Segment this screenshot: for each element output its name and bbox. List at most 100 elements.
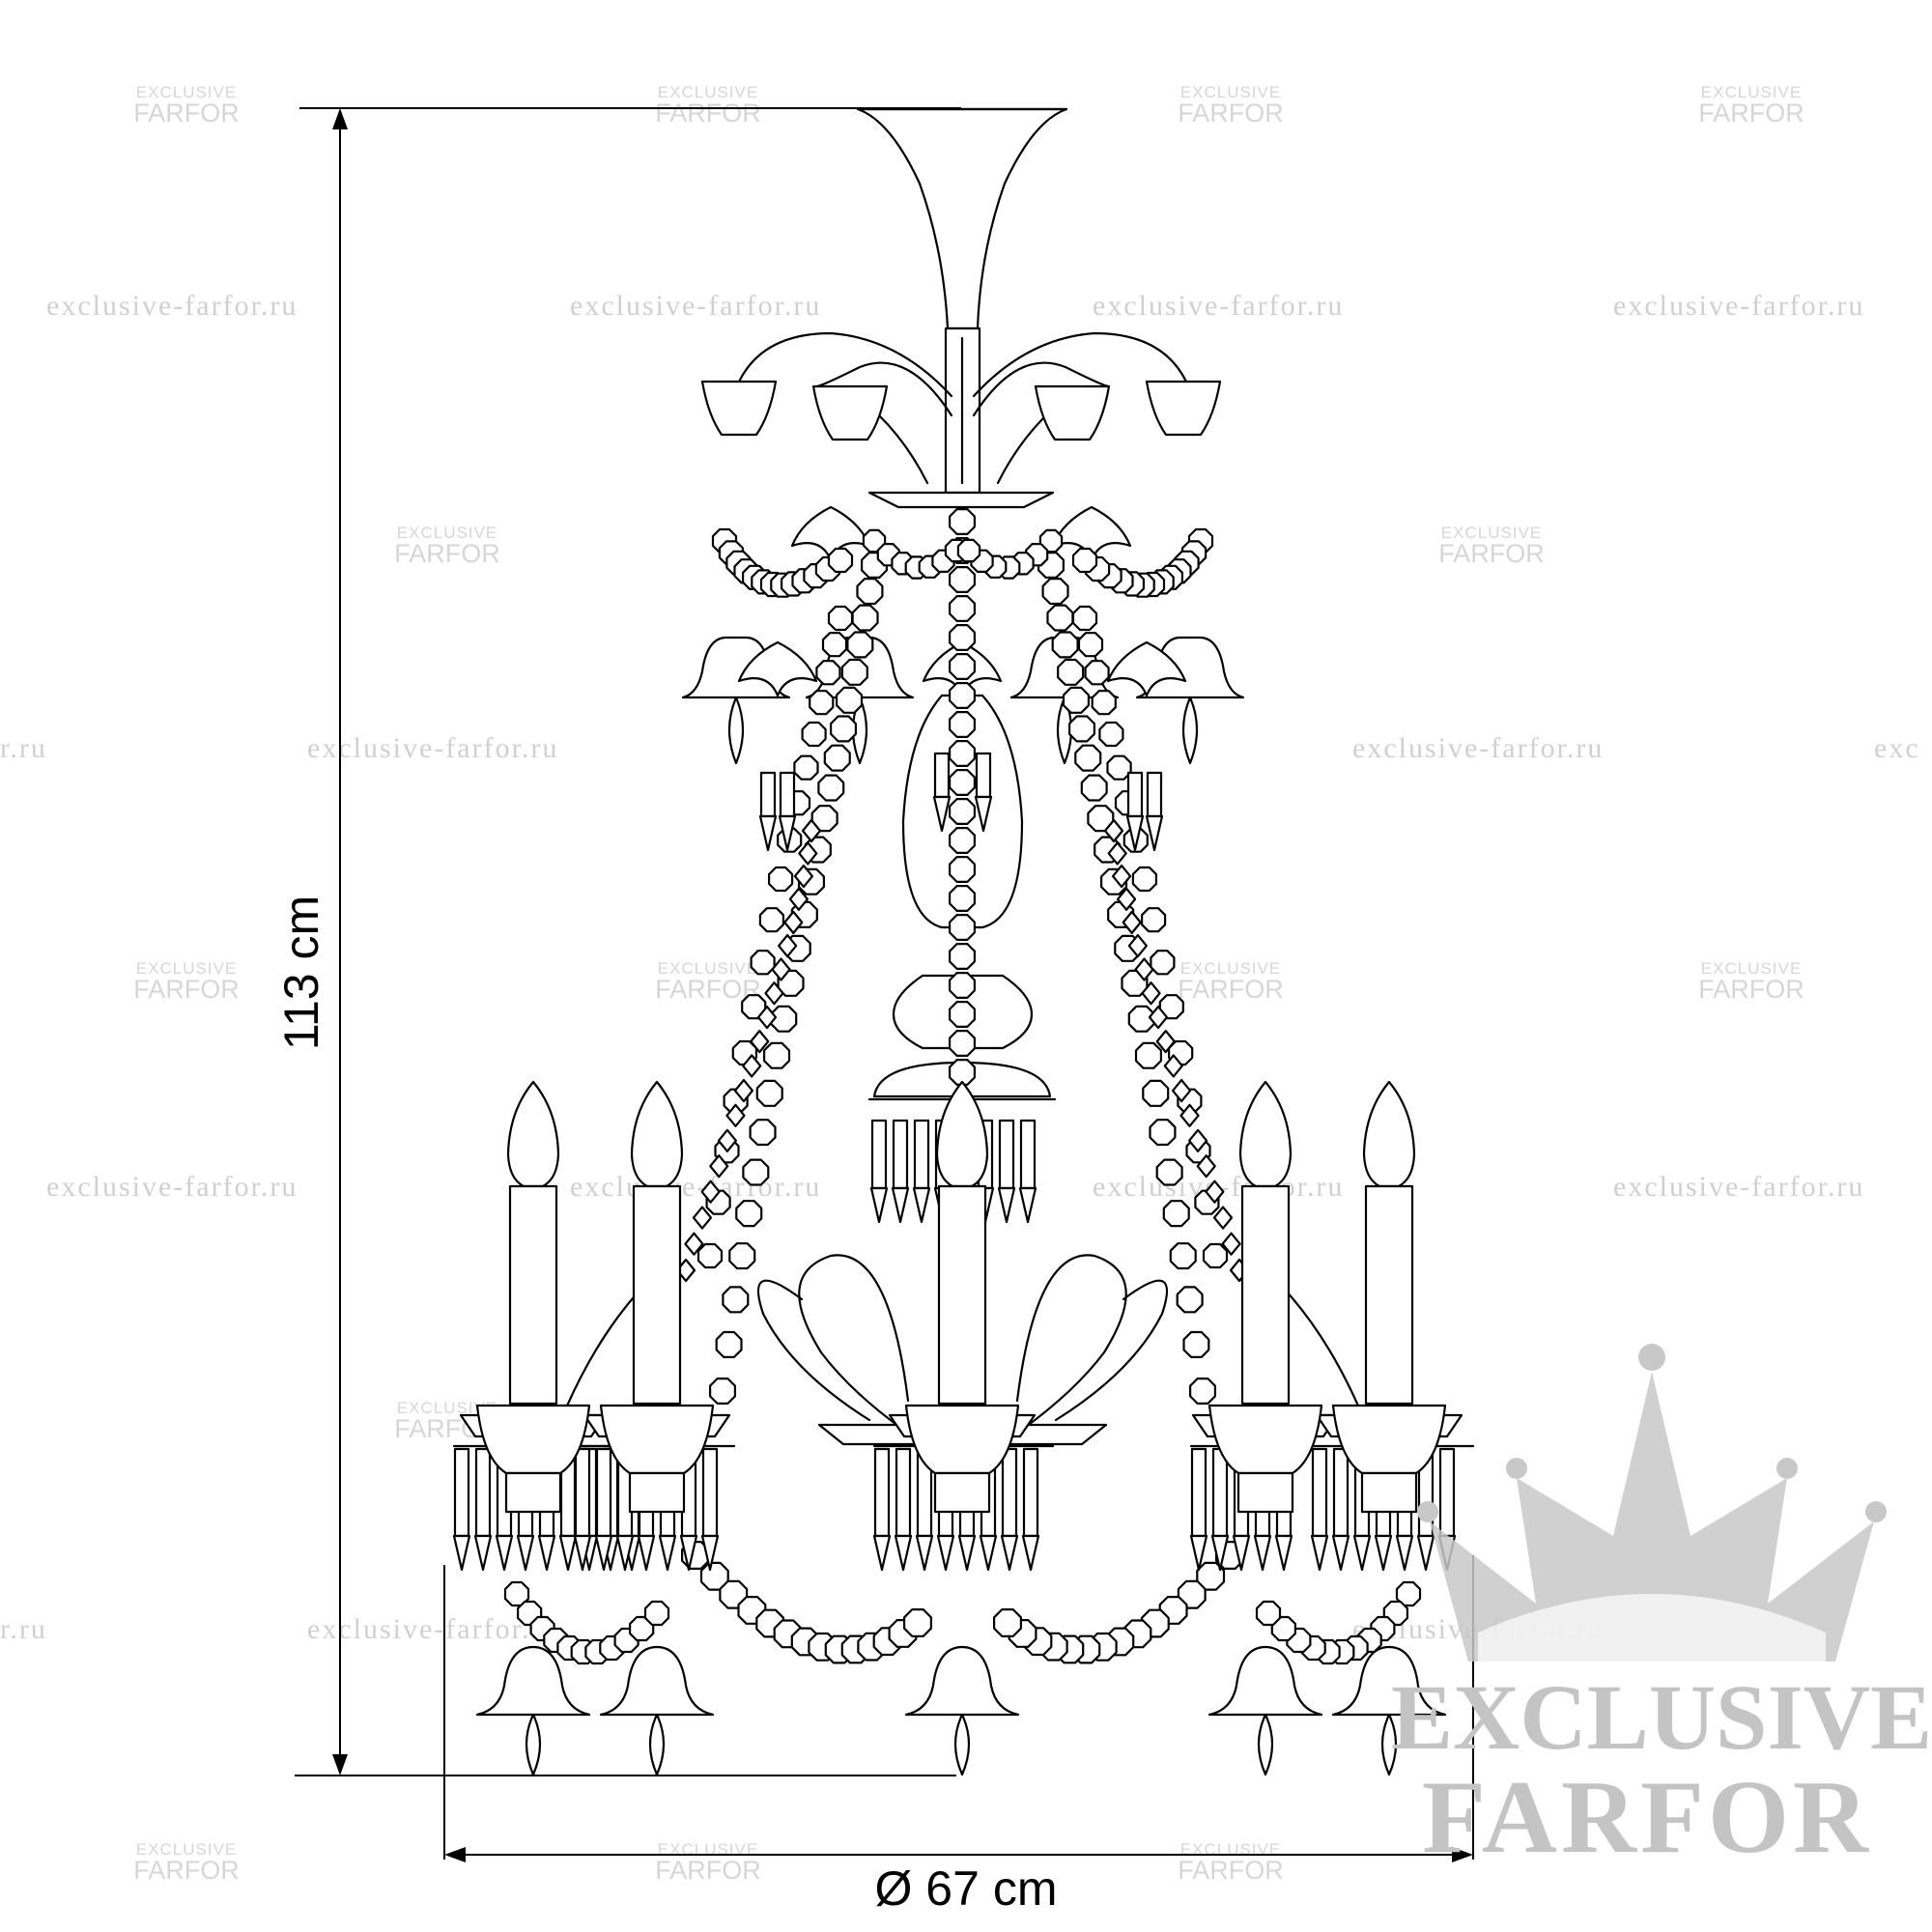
right-inner-chain-bead bbox=[1057, 658, 1085, 686]
lower-prism-tip bbox=[1274, 1534, 1293, 1572]
right-inner-chain-bead bbox=[1182, 1330, 1210, 1359]
left-inner-chain-bead bbox=[817, 774, 845, 802]
watermark-small-line2: FARFOR bbox=[1698, 99, 1804, 128]
upper-bell-finial-0 bbox=[727, 696, 745, 765]
lower-swag-far-left-bead bbox=[643, 1600, 670, 1627]
height-arrow-top bbox=[332, 108, 348, 129]
left-inner-chain-bead bbox=[735, 1200, 763, 1228]
candle-stem-4 bbox=[1360, 1471, 1418, 1514]
left-outer-chain-prism bbox=[725, 1103, 746, 1127]
left-second-chain-bead bbox=[758, 907, 785, 933]
right-outer-chain-prism bbox=[1171, 1078, 1192, 1103]
upper-prism-tip bbox=[932, 795, 952, 833]
candle-stem-1 bbox=[628, 1471, 686, 1514]
left-second-chain-bead bbox=[801, 721, 827, 748]
left-inner-chain-bead bbox=[835, 686, 864, 714]
right-inner-chain-bead bbox=[1162, 1200, 1190, 1228]
left-inner-chain-bead bbox=[742, 1158, 770, 1186]
right-inner-chain-bead bbox=[1046, 604, 1074, 632]
left-inner-chain-bead bbox=[715, 1330, 743, 1359]
right-inner-chain-bead bbox=[1074, 744, 1102, 772]
lower-prism-tip bbox=[495, 1534, 514, 1572]
upper-swag-right-bead bbox=[1071, 547, 1098, 574]
leaf-ornament-4 bbox=[1106, 640, 1187, 697]
lower-prism bbox=[574, 1447, 591, 1538]
right-outer-chain-prism bbox=[1205, 1179, 1225, 1204]
right-outer-chain-prism bbox=[1221, 1232, 1241, 1256]
lower-swag-right-bead bbox=[1177, 1579, 1207, 1609]
lower-arm-0 bbox=[798, 1254, 910, 1432]
left-outer-chain-prism bbox=[783, 910, 804, 934]
central-chain-bead bbox=[948, 739, 977, 768]
upper-plate bbox=[867, 491, 1055, 509]
candle-stem-0 bbox=[504, 1471, 562, 1514]
right-inner-chain-bead bbox=[1041, 577, 1069, 606]
central-chain-bead bbox=[948, 507, 977, 536]
upper-prism bbox=[759, 771, 777, 818]
upper-prism-tip bbox=[1125, 814, 1145, 852]
left-second-chain-bead bbox=[815, 660, 841, 686]
bell-finial-4 bbox=[1380, 1713, 1398, 1776]
watermark-small-line1: EXCLUSIVE bbox=[657, 1840, 759, 1859]
left-outer-chain-prism bbox=[742, 1054, 762, 1078]
crystal-chains bbox=[503, 507, 1422, 1665]
left-inner-chain-bead bbox=[762, 1041, 791, 1069]
candle-sleeve-2 bbox=[937, 1184, 987, 1406]
right-inner-chain-bead bbox=[1142, 1079, 1170, 1107]
right-inner-chain-bead bbox=[1127, 1005, 1155, 1033]
watermark-small-line2: FARFOR bbox=[1178, 99, 1284, 128]
watermark-small-line2: FARFOR bbox=[133, 975, 240, 1004]
right-outer-chain-prism bbox=[1148, 1005, 1169, 1030]
central-prism bbox=[870, 1119, 888, 1190]
upper-swag-left-bead bbox=[827, 547, 854, 574]
right-outer-chain-prism bbox=[1111, 864, 1132, 889]
lower-prism bbox=[895, 1447, 912, 1538]
lower-prism-tip bbox=[594, 1534, 613, 1572]
upper-bobeche-3 bbox=[1145, 380, 1222, 437]
lower-prism bbox=[1211, 1447, 1229, 1538]
lower-swag-left-bead bbox=[902, 1607, 933, 1638]
right-outer-chain-prism bbox=[1155, 1030, 1176, 1054]
lower-prism-tip bbox=[679, 1534, 698, 1572]
watermark-small-line1: EXCLUSIVE bbox=[135, 83, 238, 101]
lower-prism-tip bbox=[1310, 1534, 1329, 1572]
lower-prism-tip bbox=[473, 1534, 493, 1572]
lower-prism bbox=[1332, 1447, 1350, 1538]
right-outer-chain-prism bbox=[1196, 1154, 1216, 1179]
lower-prism-tip bbox=[573, 1534, 592, 1572]
watermark-small-line1: EXCLUSIVE bbox=[1700, 959, 1803, 978]
right-second-chain-bead bbox=[1158, 994, 1184, 1020]
left-inner-chain-bead bbox=[846, 631, 874, 659]
central-prism-tip bbox=[912, 1186, 931, 1224]
right-outer-chain-prism bbox=[1179, 1103, 1200, 1127]
right-inner-chain-bead bbox=[1188, 1377, 1217, 1406]
logo-wordmark-line2: FARFOR bbox=[1422, 1760, 1872, 1875]
lower-prism-tip bbox=[1021, 1534, 1040, 1572]
upper-prism bbox=[933, 752, 951, 799]
central-chain-bead bbox=[948, 594, 977, 623]
right-second-chain-bead bbox=[1071, 605, 1098, 632]
width-arrow-left bbox=[444, 1847, 466, 1862]
left-second-chain-bead bbox=[741, 994, 767, 1020]
bell-finial-0 bbox=[525, 1713, 542, 1776]
left-outer-chain-prism bbox=[684, 1232, 704, 1256]
upper-prism bbox=[975, 752, 992, 799]
upper-prism bbox=[1146, 771, 1163, 818]
lower-prism-tip bbox=[1189, 1534, 1208, 1572]
left-outer-chain-prism bbox=[756, 1005, 778, 1030]
central-prism bbox=[1019, 1119, 1037, 1190]
watermark-small-line2: FARFOR bbox=[1438, 539, 1545, 568]
candle-sleeve-1 bbox=[632, 1184, 682, 1406]
watermark-small-line1: EXCLUSIVE bbox=[1179, 83, 1282, 101]
right-outer-chain-prism bbox=[1117, 887, 1137, 911]
lower-arm-2 bbox=[1015, 1254, 1127, 1432]
